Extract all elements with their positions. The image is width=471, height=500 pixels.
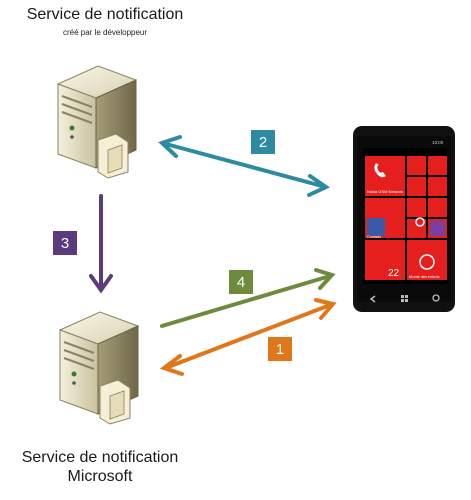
tile-store-label: Monde des enfants [409, 275, 440, 279]
developer-service-title: Service de notification [26, 6, 184, 23]
phone-status-time: 10:00 [432, 140, 444, 145]
developer-server-icon [56, 65, 138, 179]
windows-phone-icon: 10:00 Nokia GSM Network Contacts 22 Mond… [353, 126, 455, 312]
phone-tiles [365, 156, 447, 280]
tile-contacts-label: Contacts [367, 235, 381, 239]
phone-nav-buttons [369, 294, 440, 303]
microsoft-service-title-line1: Service de notification [21, 449, 179, 466]
arrow-2 [158, 135, 331, 197]
arrow-3 [89, 194, 113, 294]
arrow-1 [159, 298, 337, 376]
microsoft-server-icon [58, 311, 140, 425]
microsoft-service-title: Service de notification Microsoft [0, 448, 200, 486]
tile-number: 22 [388, 268, 400, 279]
tile-network-label: Nokia GSM Network [367, 189, 403, 194]
developer-service-subtitle: créé par le développeur [62, 28, 148, 37]
step-2-badge: 2 [251, 130, 275, 154]
microsoft-service-title-line2: Microsoft [67, 468, 133, 485]
step-1-badge: 1 [268, 337, 292, 361]
arrow-4 [160, 268, 336, 328]
step-3-badge: 3 [53, 231, 77, 255]
step-4-badge: 4 [229, 270, 253, 294]
